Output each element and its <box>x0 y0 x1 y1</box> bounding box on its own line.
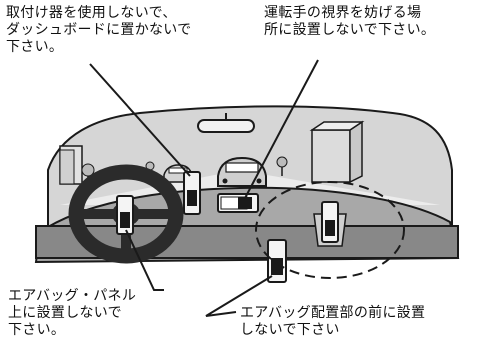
building-icon <box>309 120 365 184</box>
caption-line: 取付け器を使用しないで、 <box>6 5 177 21</box>
caption-line: 所に設置しないで下さい。 <box>264 22 436 38</box>
gps-device-icon <box>183 171 201 215</box>
caption-line: 下さい。 <box>6 39 64 55</box>
caption-top-right: 運転手の視界を妨げる場 所に設置しないで下さい。 <box>264 5 435 39</box>
lower-dash <box>35 225 459 259</box>
gps-device-icon <box>267 239 287 283</box>
airbag-zone-outline <box>255 181 405 279</box>
caption-bottom-right: エアバッグ配置部の前に設置 しないで下さい <box>240 305 425 339</box>
caption-line: エアバッグ・パネル <box>8 288 137 304</box>
tree-icon <box>276 156 288 176</box>
callout-line-top-right <box>243 59 319 201</box>
caption-line: しないで下さい <box>240 322 340 338</box>
rearview-mirror-icon <box>197 113 255 133</box>
caption-line: 下さい。 <box>8 322 66 338</box>
callout-line-bottom-right <box>205 275 273 317</box>
caption-bottom-left: エアバッグ・パネル 上に設置しないで 下さい。 <box>8 288 136 339</box>
building-icon <box>59 145 83 185</box>
gps-device-icon <box>116 195 134 235</box>
caption-line: ダッシュボードに置かないで <box>6 22 192 38</box>
caption-line: エアバッグ配置部の前に設置 <box>240 305 426 321</box>
caption-line: 運転手の視界を妨げる場 <box>264 5 422 21</box>
callout-line-bottom-left <box>125 229 164 291</box>
gps-device-icon <box>313 201 347 247</box>
caption-line: 上に設置しないで <box>8 305 122 321</box>
callout-line-top-left <box>89 63 191 177</box>
gps-device-icon <box>217 193 259 213</box>
caption-top-left: 取付け器を使用しないで、 ダッシュボードに置かないで 下さい。 <box>6 5 191 56</box>
